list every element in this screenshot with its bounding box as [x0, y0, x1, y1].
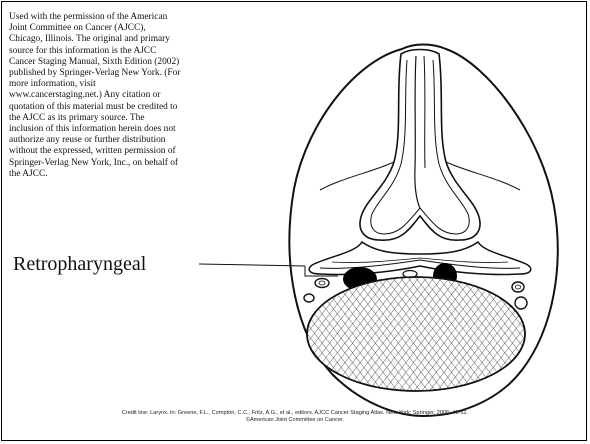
retropharyngeal-leader-line	[199, 264, 305, 266]
retropharyngeal-label: Retropharyngeal	[13, 253, 146, 275]
thyroid-cartilage	[360, 50, 480, 241]
left-vessel-1	[315, 279, 329, 288]
credit-line-copyright: ©American Joint Committee on Cancer.	[2, 417, 588, 424]
left-vessel-2	[304, 294, 314, 302]
right-vessel-1	[512, 282, 524, 292]
right-vessel-2	[515, 297, 527, 309]
permission-notice: Used with the permission of the American…	[9, 12, 181, 180]
credit-line: Credit line: Larynx. In: Greene, F.L., C…	[2, 410, 588, 424]
